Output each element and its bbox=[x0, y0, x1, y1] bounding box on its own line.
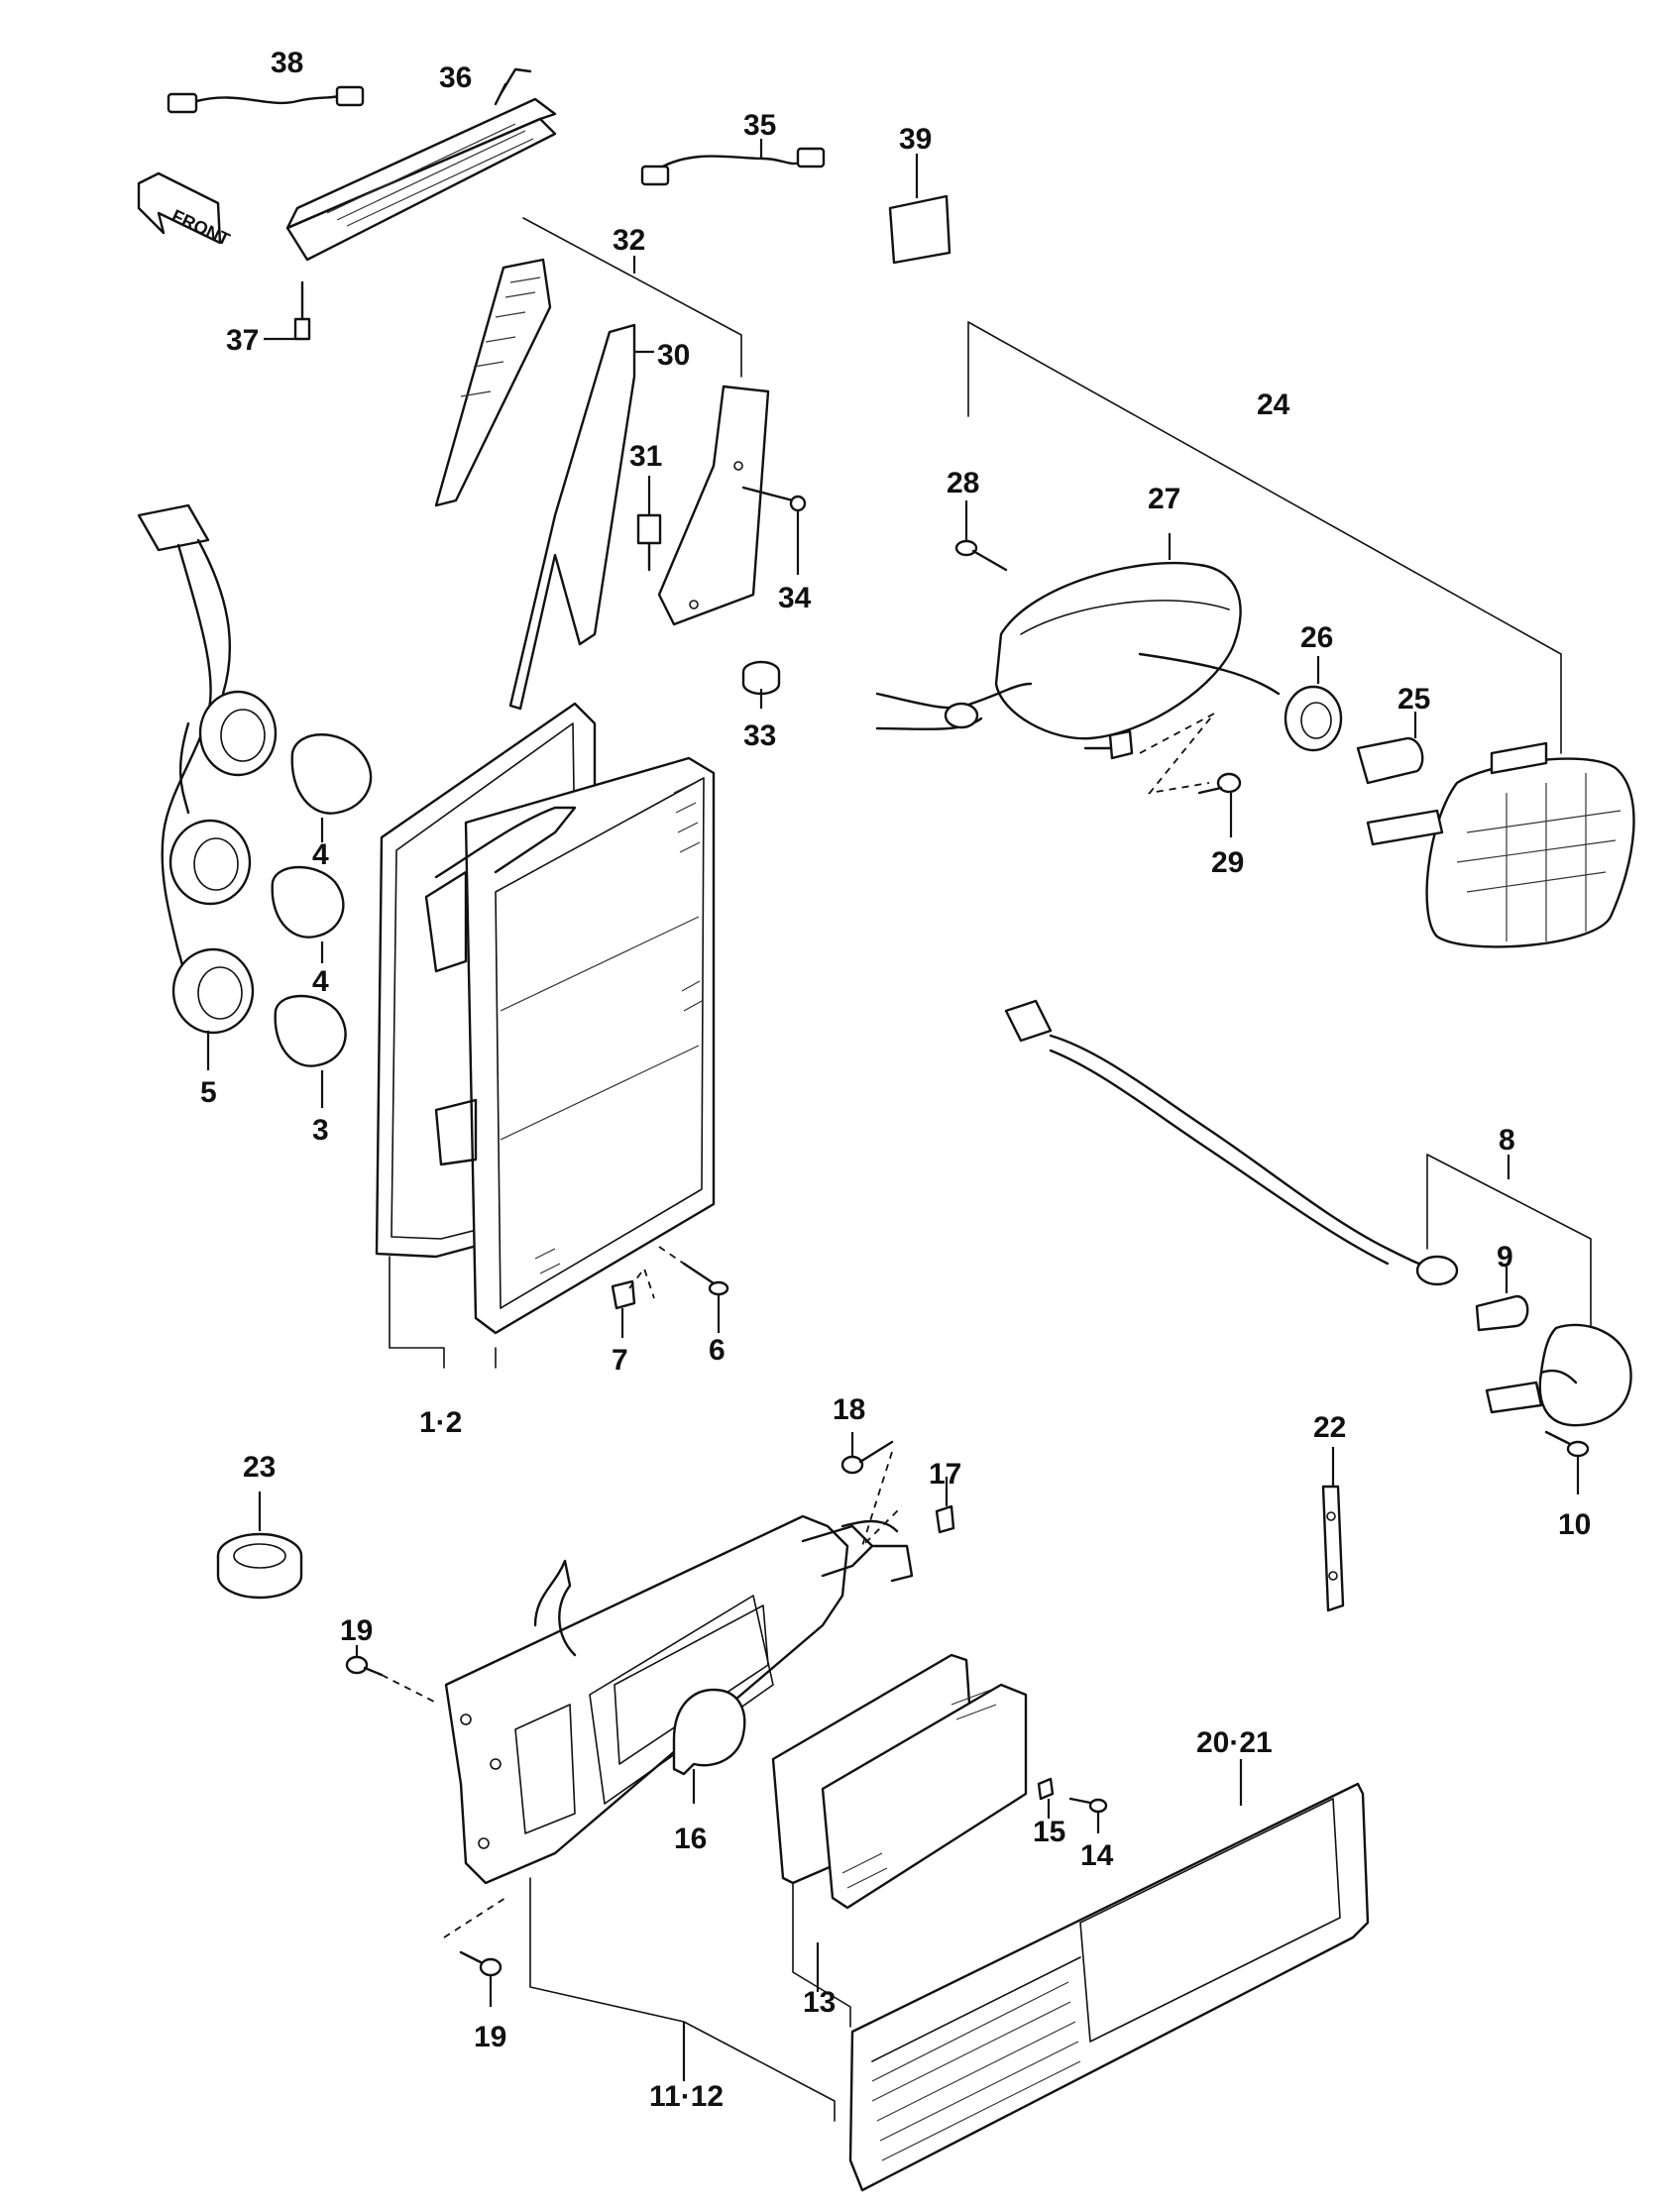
label-4b: 4 bbox=[312, 965, 329, 998]
label-13: 13 bbox=[803, 1986, 836, 2019]
bolt-29 bbox=[1083, 713, 1242, 837]
label-31: 31 bbox=[629, 440, 662, 473]
front-direction-arrow: FRONT bbox=[137, 171, 233, 250]
high-mount-stop-lamp-36 bbox=[285, 67, 557, 262]
nut-7 bbox=[611, 1267, 655, 1338]
label-33: 33 bbox=[743, 719, 776, 752]
label-24: 24 bbox=[1257, 388, 1290, 421]
lamp-housing-27 bbox=[994, 533, 1242, 740]
label-34: 34 bbox=[778, 582, 812, 614]
label-23: 23 bbox=[243, 1451, 276, 1484]
rear-combination-lamp bbox=[375, 702, 716, 1335]
plate-39 bbox=[888, 154, 951, 265]
label-32: 32 bbox=[613, 224, 645, 257]
label-35: 35 bbox=[743, 109, 776, 142]
label-27: 27 bbox=[1148, 483, 1180, 515]
nut-15 bbox=[1037, 1777, 1055, 1819]
bracket-group-32 bbox=[434, 217, 742, 507]
lamp-wire bbox=[875, 652, 1281, 730]
clip-22 bbox=[1321, 1447, 1345, 1612]
bracket-30 bbox=[508, 323, 654, 711]
grommet-23 bbox=[216, 1492, 303, 1600]
bracket-plate bbox=[657, 385, 770, 626]
garnish-20-21 bbox=[848, 1782, 1370, 2192]
label-37: 37 bbox=[226, 324, 259, 357]
label-29: 29 bbox=[1211, 846, 1244, 879]
label-9: 9 bbox=[1497, 1241, 1513, 1273]
label-30: 30 bbox=[657, 339, 690, 372]
turn-lens bbox=[1366, 741, 1635, 948]
screw-34 bbox=[741, 486, 807, 575]
marker-lens bbox=[1485, 1323, 1632, 1427]
label-39: 39 bbox=[899, 123, 932, 156]
label-18: 18 bbox=[833, 1393, 865, 1426]
socket-26 bbox=[1284, 656, 1343, 752]
marker-harness bbox=[1004, 999, 1459, 1286]
label-25: 25 bbox=[1398, 683, 1430, 716]
label-17: 17 bbox=[929, 1458, 961, 1491]
lamp-bracket-11-12 bbox=[444, 1514, 914, 1885]
label-22: 22 bbox=[1313, 1411, 1346, 1444]
label-4a: 4 bbox=[312, 838, 329, 871]
label-26: 26 bbox=[1300, 621, 1333, 654]
label-6: 6 bbox=[709, 1334, 726, 1367]
screw-19-upper bbox=[345, 1645, 437, 1704]
nut-17 bbox=[935, 1477, 955, 1534]
label-38: 38 bbox=[271, 47, 303, 79]
label-7: 7 bbox=[612, 1344, 628, 1377]
bulb-16 bbox=[672, 1688, 746, 1804]
screw-28 bbox=[954, 500, 1008, 572]
label-8: 8 bbox=[1499, 1124, 1515, 1157]
lens-gasket-13 bbox=[771, 1653, 1028, 1910]
label-5: 5 bbox=[200, 1076, 217, 1109]
label-10: 10 bbox=[1558, 1508, 1591, 1541]
label-14: 14 bbox=[1080, 1839, 1114, 1872]
socket-middle bbox=[168, 819, 252, 906]
label-28: 28 bbox=[947, 467, 979, 499]
socket-harness bbox=[137, 503, 232, 1003]
label-20-21: 20·21 bbox=[1196, 1726, 1273, 1759]
grommet-33 bbox=[741, 660, 781, 709]
bulb-9 bbox=[1475, 1267, 1529, 1332]
label-19a: 19 bbox=[340, 1614, 373, 1647]
bulb-3 bbox=[274, 994, 347, 1067]
screw-6 bbox=[658, 1246, 729, 1333]
screw-18 bbox=[840, 1432, 903, 1547]
label-16: 16 bbox=[674, 1823, 707, 1855]
bulb-4-middle bbox=[271, 865, 345, 939]
bulb-4-upper bbox=[290, 733, 373, 815]
screw-14 bbox=[1068, 1797, 1108, 1833]
socket-upper bbox=[198, 690, 278, 777]
bulb-25 bbox=[1356, 712, 1424, 785]
label-36: 36 bbox=[439, 61, 472, 94]
wire-harness-38 bbox=[167, 85, 365, 114]
label-15: 15 bbox=[1033, 1816, 1065, 1848]
label-1-2: 1·2 bbox=[419, 1406, 462, 1439]
label-11-12: 11·12 bbox=[649, 2080, 724, 2113]
socket-lower bbox=[171, 947, 255, 1035]
part-labels: 38 36 37 35 39 32 30 31 34 33 24 28 27 2… bbox=[200, 47, 1591, 2113]
bolt-31 bbox=[636, 476, 662, 572]
wire-harness-35 bbox=[640, 139, 826, 186]
screw-10 bbox=[1544, 1430, 1590, 1494]
label-19b: 19 bbox=[474, 2021, 506, 2053]
screw-37 bbox=[264, 280, 311, 341]
label-3: 3 bbox=[312, 1114, 329, 1147]
screw-19-lower bbox=[443, 1897, 506, 2007]
